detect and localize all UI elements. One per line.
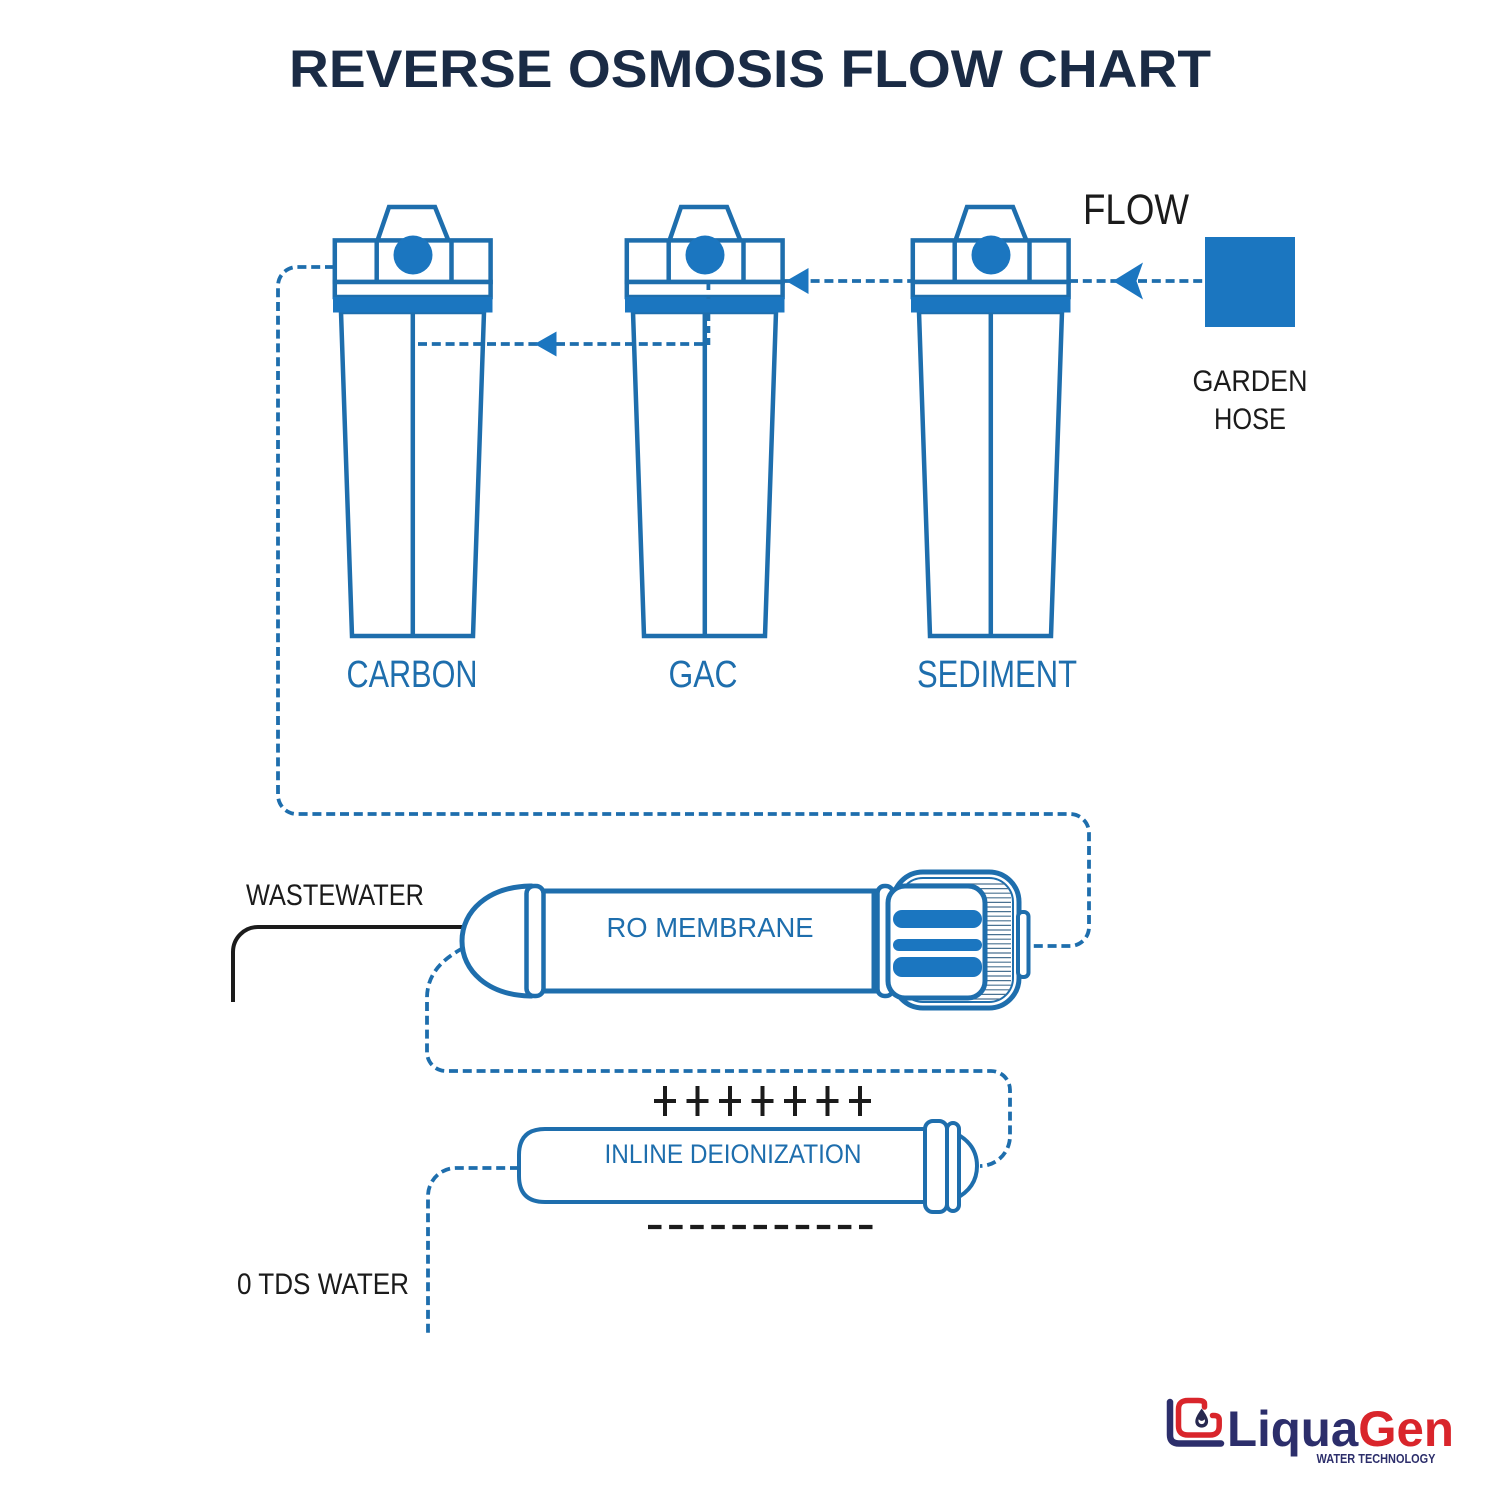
svg-text:FLOW: FLOW xyxy=(1083,186,1189,234)
svg-text:CARBON: CARBON xyxy=(347,654,478,696)
svg-text:RO MEMBRANE: RO MEMBRANE xyxy=(607,912,814,943)
svg-text:HOSE: HOSE xyxy=(1214,403,1286,436)
svg-text:GAC: GAC xyxy=(669,654,738,696)
svg-text:0 TDS WATER: 0 TDS WATER xyxy=(237,1268,409,1301)
svg-text:REVERSE OSMOSIS FLOW CHART: REVERSE OSMOSIS FLOW CHART xyxy=(289,40,1211,99)
svg-text:WATER TECHNOLOGY: WATER TECHNOLOGY xyxy=(1317,1452,1437,1466)
svg-text:INLINE DEIONIZATION: INLINE DEIONIZATION xyxy=(605,1139,862,1169)
svg-text:LiquaGen: LiquaGen xyxy=(1227,1401,1454,1457)
svg-text:SEDIMENT: SEDIMENT xyxy=(917,654,1077,696)
svg-text:WASTEWATER: WASTEWATER xyxy=(246,879,424,912)
svg-text:GARDEN: GARDEN xyxy=(1193,365,1308,398)
